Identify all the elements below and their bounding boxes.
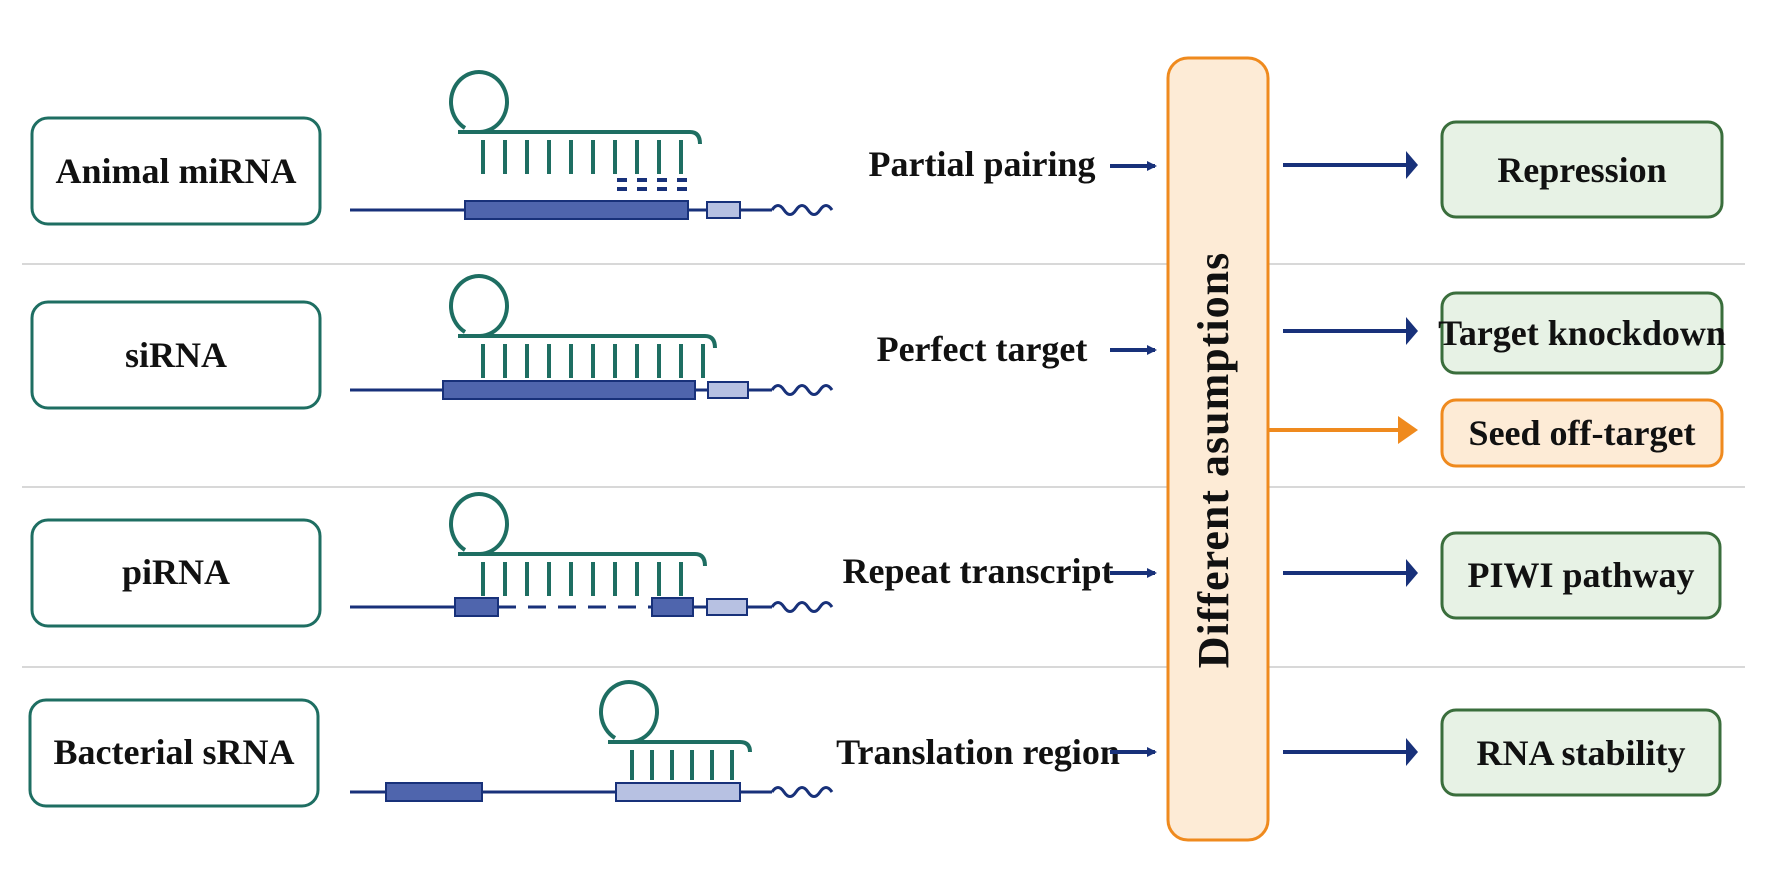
arrowhead-target-knockdown — [1406, 317, 1418, 345]
outcome-rna-stability: RNA stability — [1440, 708, 1722, 797]
repeat-block-1 — [454, 597, 499, 617]
outcome-box — [1440, 120, 1724, 219]
pairing-schematic — [350, 680, 834, 802]
utr-block — [706, 598, 748, 616]
rna-class-box — [30, 518, 322, 628]
assumption-label: Repeat transcript — [843, 551, 1114, 591]
small-rna-strand — [458, 130, 702, 145]
poly-a-tail — [770, 384, 834, 396]
outcome-box — [1440, 708, 1722, 797]
row-pirna: piRNA Repeat transcript — [30, 492, 1157, 628]
arrowhead-piwi-pathway — [1406, 559, 1418, 587]
rna-class-label: siRNA — [125, 335, 227, 375]
utr-block — [707, 381, 749, 399]
center-box — [1166, 56, 1270, 842]
poly-a-tail — [770, 601, 834, 613]
small-rna-loop — [599, 680, 659, 744]
arrowhead-seed-off-target — [1398, 416, 1418, 444]
center-assumptions-box: Different asumptions — [1166, 56, 1270, 842]
outcome-box — [1440, 398, 1724, 468]
pairing-schematic — [350, 70, 834, 220]
row-animal-mirna: Animal miRNA Partial pairing — [30, 70, 1157, 226]
mismatch-dashes — [617, 178, 687, 191]
outcome-label: Seed off-target — [1469, 413, 1696, 453]
assumption-label: Translation region — [836, 732, 1120, 772]
assumption-label: Partial pairing — [869, 144, 1096, 184]
utr-block — [706, 201, 741, 219]
outcome-seed-off-target: Seed off-target — [1440, 398, 1724, 468]
center-label: Different asumptions — [1189, 252, 1238, 668]
outcome-piwi-pathway: PIWI pathway — [1440, 531, 1722, 620]
arrowhead-repression — [1406, 151, 1418, 179]
outcome-label: RNA stability — [1476, 733, 1685, 773]
base-pair-lines — [481, 562, 683, 596]
target-block — [442, 380, 696, 400]
arrowhead-rna-stability — [1406, 738, 1418, 766]
pairing-schematic — [350, 492, 834, 617]
rna-class-label: Bacterial sRNA — [54, 732, 295, 772]
row-bacterial-srna: Bacterial sRNA Translation region — [28, 680, 1157, 808]
outcome-target-knockdown: Target knockdown — [1438, 291, 1726, 375]
rna-class-label: piRNA — [122, 552, 230, 592]
small-rna-loop — [449, 70, 509, 134]
small-rna-strand — [458, 334, 717, 349]
base-pair-lines — [630, 750, 734, 780]
upstream-block — [385, 782, 483, 802]
assumption-label: Perfect target — [877, 329, 1088, 369]
outcome-box — [1440, 291, 1724, 375]
base-pair-lines — [481, 344, 705, 378]
poly-a-tail — [770, 204, 834, 216]
outcome-label: PIWI pathway — [1467, 555, 1694, 595]
small-rna-loop — [449, 492, 509, 556]
rna-class-box — [30, 300, 322, 410]
small-rna-strand — [458, 552, 707, 567]
target-block — [464, 200, 689, 220]
row-sirna: siRNA Perfect target — [30, 274, 1157, 410]
outcome-box — [1440, 531, 1722, 620]
poly-a-tail — [770, 786, 834, 798]
outcome-label: Repression — [1497, 150, 1666, 190]
outcome-repression: Repression — [1440, 120, 1724, 219]
small-rna-loop — [449, 274, 509, 338]
base-pair-lines — [481, 140, 683, 174]
rna-class-label: Animal miRNA — [56, 151, 297, 191]
rna-class-box — [28, 698, 320, 808]
small-rna-strand — [608, 740, 752, 753]
rna-class-box — [30, 116, 322, 226]
outcome-label: Target knockdown — [1438, 313, 1726, 353]
translation-region-block — [615, 782, 741, 802]
pairing-schematic — [350, 274, 834, 400]
repeat-block-2 — [651, 597, 694, 617]
